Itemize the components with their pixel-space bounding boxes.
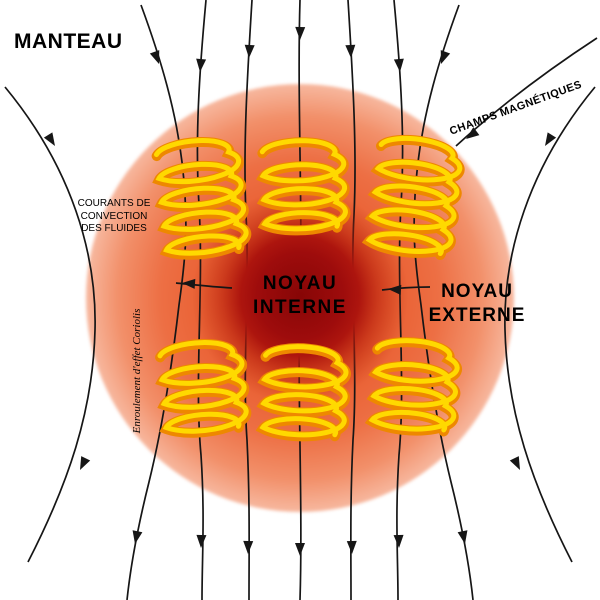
field-line [4, 86, 96, 563]
outer-core-line-2: EXTERNE [428, 305, 526, 326]
field-arrow [243, 540, 254, 554]
convection-line-2: CONVECTION [80, 210, 148, 222]
field-arrow [440, 50, 451, 64]
field-arrow [244, 44, 255, 58]
field-arrowheads [43, 26, 557, 556]
field-line [381, 286, 431, 291]
field-arrow [132, 530, 143, 544]
convection-line-3: DES FLUIDES [81, 223, 147, 234]
outer-core-line-1: NOYAU [441, 281, 513, 302]
field-arrow [509, 456, 520, 470]
mantle-label: MANTEAU [14, 30, 123, 53]
field-line [175, 282, 233, 289]
field-arrow [393, 534, 404, 548]
field-arrow [545, 132, 557, 146]
field-arrow [345, 44, 356, 58]
convection-currents-label: COURANTS DE CONVECTION DES FLUIDES [68, 198, 160, 236]
field-arrow [393, 58, 404, 72]
field-arrow [457, 530, 468, 544]
inner-core-line-1: NOYAU [262, 273, 338, 294]
convection-line-1: COURANTS DE [77, 198, 151, 209]
field-line [413, 4, 474, 600]
field-arrow [80, 456, 91, 470]
field-line [504, 86, 596, 563]
field-arrow [295, 543, 305, 556]
field-arrow [295, 26, 306, 40]
field-arrow [196, 58, 207, 72]
field-line [126, 4, 187, 600]
field-arrow [43, 132, 55, 146]
field-arrow [182, 278, 196, 289]
field-arrow [346, 540, 357, 554]
field-arrow [196, 534, 207, 548]
core-field-segments [175, 282, 431, 291]
outer-core-label: NOYAU EXTERNE [402, 280, 552, 328]
inner-core-line-2: INTERNE [253, 297, 347, 318]
coriolis-label: Enroulement d'effet Coriolis [131, 308, 143, 434]
field-arrow [388, 284, 402, 295]
field-arrow [466, 127, 480, 139]
inner-core-label: NOYAU INTERNE [225, 272, 375, 320]
field-arrow [149, 50, 160, 64]
